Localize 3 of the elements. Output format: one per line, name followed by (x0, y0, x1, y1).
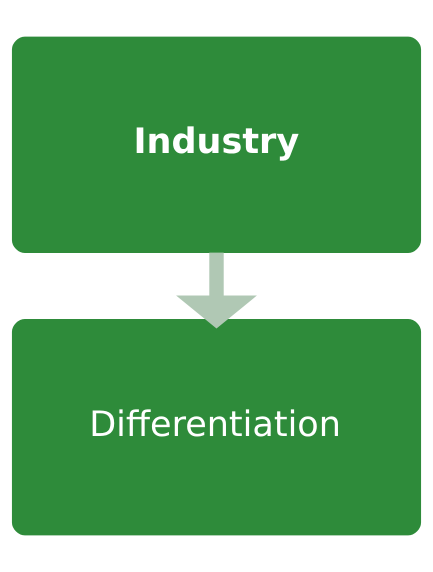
node-box: Differentiation (12, 318, 422, 536)
arrow (176, 252, 257, 329)
node-box: Industry (12, 36, 422, 254)
